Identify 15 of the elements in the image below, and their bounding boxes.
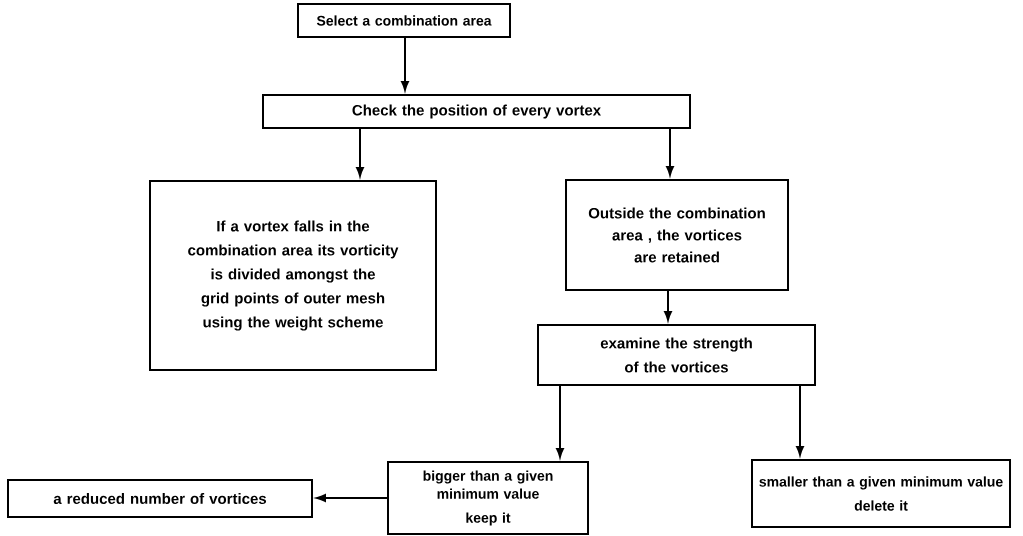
- process-box: Check the position of every vortex: [262, 94, 691, 129]
- process-box: Select a combination area: [297, 3, 511, 38]
- arrow: [356, 128, 364, 177]
- arrow: [556, 385, 564, 458]
- arrow: [401, 37, 409, 91]
- arrow: [316, 494, 388, 502]
- arrow: [664, 290, 672, 321]
- arrow: [666, 128, 674, 176]
- arrow: [796, 385, 804, 456]
- process-box: a reduced number of vortices: [7, 479, 313, 518]
- process-box: If a vortex falls in the combination area its vorticity is divided amongst the grid points of outer mesh using the weight scheme: [149, 180, 437, 371]
- process-box: Outside the combination area , the vortices are retained: [565, 179, 789, 291]
- process-box: bigger than a given minimum value keep it: [387, 461, 589, 535]
- process-box: examine the strength of the vortices: [537, 324, 816, 386]
- process-box: smaller than a given minimum value delete it: [751, 459, 1011, 528]
